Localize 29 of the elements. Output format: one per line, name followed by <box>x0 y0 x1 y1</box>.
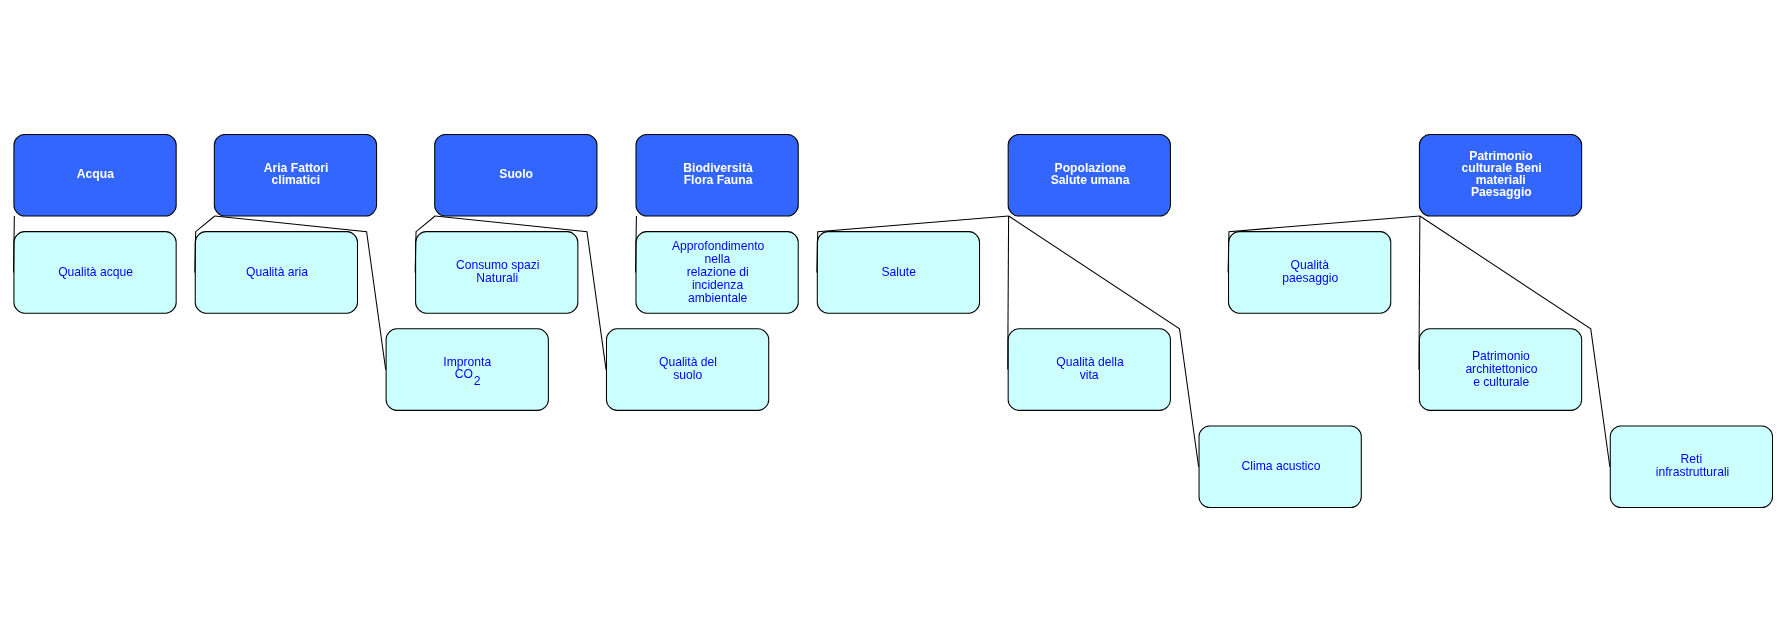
node-box: Biodiversità Flora Fauna <box>635 133 799 217</box>
connector <box>816 215 1010 273</box>
connector <box>1418 215 1421 371</box>
node-box: Popolazione Salute umana <box>1007 133 1171 217</box>
node-box: Qualità aria <box>194 231 358 314</box>
node-box: Salute <box>816 231 981 314</box>
connector <box>414 215 436 273</box>
node-box: Patrimonio architettonico e culturale <box>1418 328 1583 411</box>
connector <box>1419 215 1611 468</box>
node-box: Clima acustico <box>1198 425 1362 509</box>
node-box: Consumo spazi Naturali <box>415 231 579 314</box>
connector <box>635 215 637 273</box>
node-box: Qualità paesaggio <box>1228 231 1392 314</box>
connector <box>214 215 387 371</box>
node-box: Suolo <box>434 133 598 217</box>
connector <box>12 215 15 273</box>
node-box: Reti infrastrutturali <box>1609 425 1774 509</box>
node-box: Qualità della vita <box>1007 328 1171 411</box>
connector <box>1008 215 1200 468</box>
connector <box>1007 215 1010 371</box>
node-box: Acqua <box>13 133 177 217</box>
node-box: Qualità del suolo <box>605 328 770 411</box>
connector <box>434 215 607 371</box>
node-box: Approfondimento nella relazione di incidenza ambientale <box>635 231 799 314</box>
node-box: Aria Fattori climatici <box>213 133 378 217</box>
node-box: Qualità acque <box>13 231 177 314</box>
connector <box>1227 215 1421 273</box>
connector <box>194 215 216 273</box>
node-box: Patrimonio culturale Beni materiali Paesaggio <box>1418 133 1583 217</box>
